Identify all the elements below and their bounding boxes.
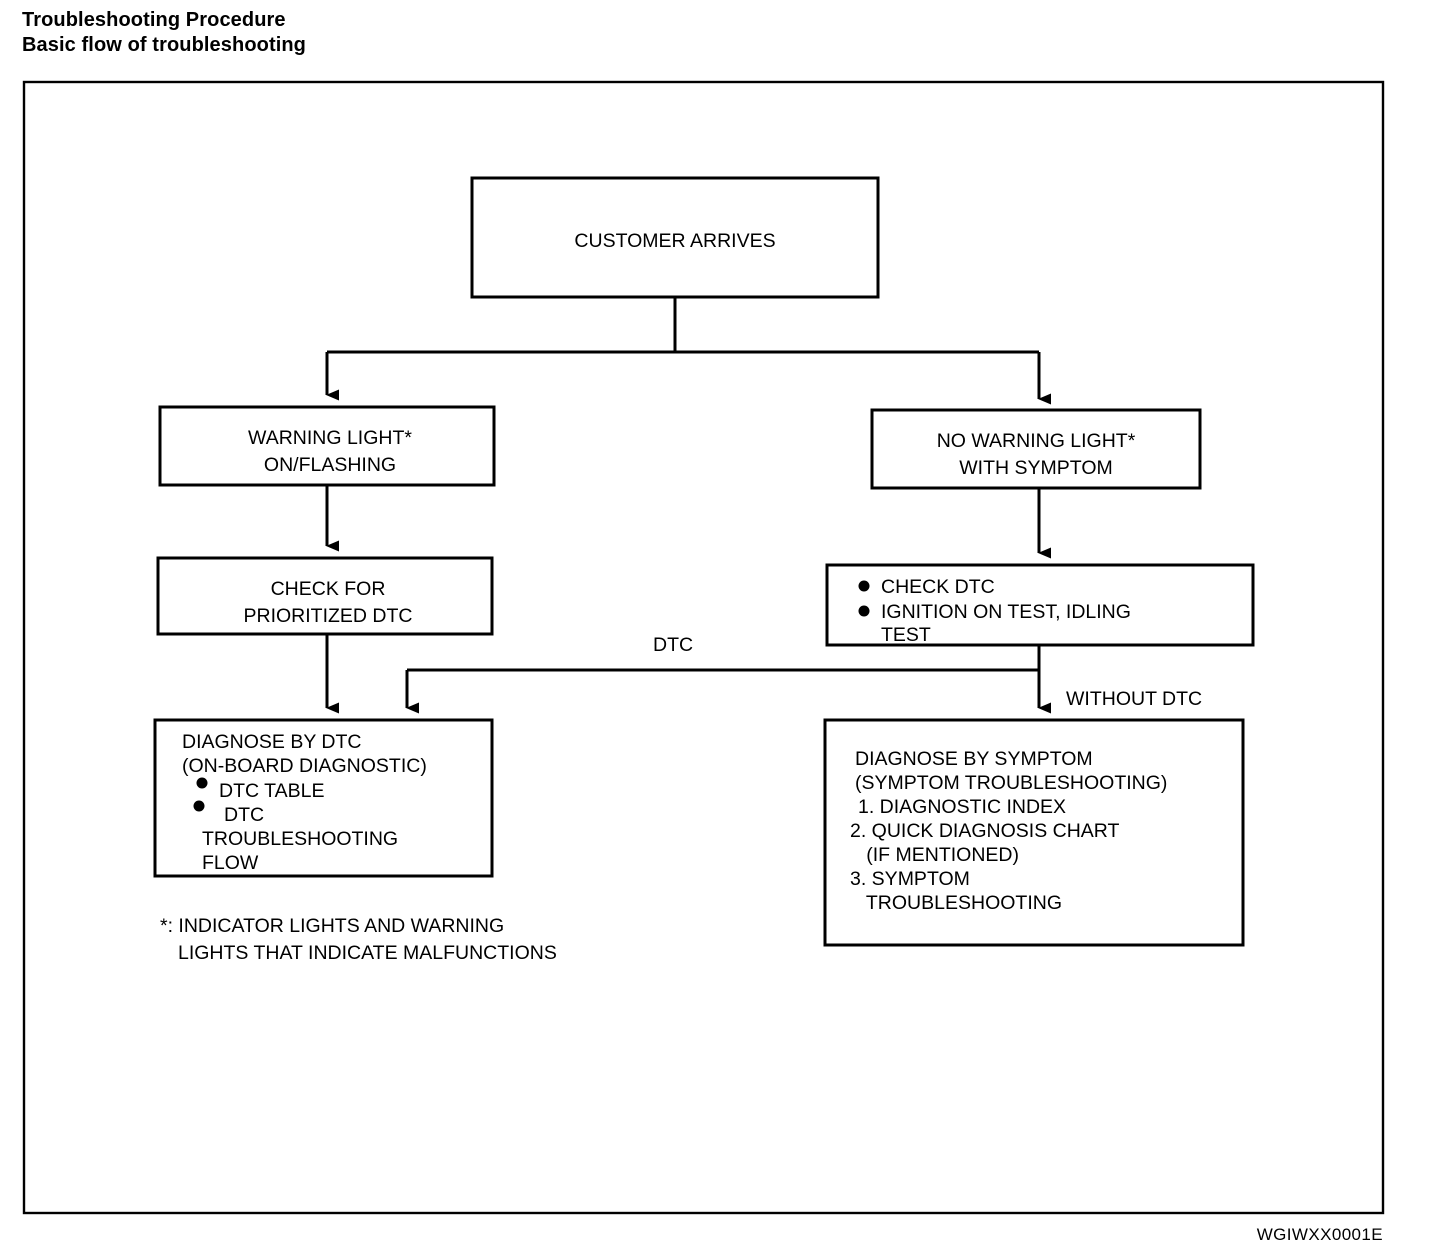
footnote-line-1: *: INDICATOR LIGHTS AND WARNING bbox=[160, 915, 504, 937]
node-diagnose-by-dtc bbox=[153, 718, 494, 878]
node-diagnose-by-symptom-item-3: 3. SYMPTOM bbox=[850, 868, 970, 890]
node-warning-light-line-2: ON/FLASHING bbox=[264, 454, 396, 476]
edge-label-without-dtc: WITHOUT DTC bbox=[1066, 688, 1202, 710]
bullet-icon bbox=[858, 580, 870, 592]
bullet-icon bbox=[858, 605, 870, 617]
node-warning-light-line-1: WARNING LIGHT* bbox=[248, 427, 412, 449]
node-warning-light bbox=[158, 405, 496, 487]
reference-code: WGIWXX0001E bbox=[1257, 1225, 1383, 1244]
node-check-prioritized-dtc-line-2: PRIORITIZED DTC bbox=[244, 605, 413, 627]
title-line-2: Basic flow of troubleshooting bbox=[22, 34, 307, 56]
node-diagnose-by-dtc-heading-2: (ON-BOARD DIAGNOSTIC) bbox=[182, 755, 427, 777]
page-title: Troubleshooting Procedure Basic flow of … bbox=[22, 8, 306, 58]
node-check-dtc-bullet-1: CHECK DTC bbox=[881, 576, 995, 598]
node-diagnose-by-symptom-item-2: 2. QUICK DIAGNOSIS CHART bbox=[850, 820, 1120, 842]
node-check-dtc-bullet-2: IGNITION ON TEST, IDLING bbox=[881, 601, 1131, 623]
node-check-dtc bbox=[825, 563, 1255, 647]
title-line-1: Troubleshooting Procedure bbox=[22, 9, 286, 31]
edge-label-dtc: DTC bbox=[653, 634, 693, 656]
node-diagnose-by-symptom bbox=[823, 718, 1245, 947]
diagram-frame bbox=[22, 80, 1385, 1215]
node-diagnose-by-dtc-continuation-2: FLOW bbox=[202, 852, 259, 874]
node-diagnose-by-symptom-item-2-sub: (IF MENTIONED) bbox=[850, 844, 1019, 866]
node-customer-arrives bbox=[470, 176, 880, 299]
node-no-warning-light-line-2: WITH SYMPTOM bbox=[959, 457, 1112, 479]
node-check-prioritized-dtc bbox=[156, 556, 494, 636]
node-diagnose-by-symptom-heading-2: (SYMPTOM TROUBLESHOOTING) bbox=[855, 772, 1167, 794]
node-diagnose-by-dtc-bullet-1: DTC TABLE bbox=[219, 780, 324, 802]
node-diagnose-by-symptom-item-1: 1. DIAGNOSTIC INDEX bbox=[858, 796, 1066, 818]
node-no-warning-light bbox=[870, 408, 1202, 490]
node-diagnose-by-dtc-bullet-2: DTC bbox=[224, 804, 264, 826]
node-diagnose-by-symptom-heading-1: DIAGNOSE BY SYMPTOM bbox=[855, 748, 1093, 770]
node-diagnose-by-symptom-item-3-sub: TROUBLESHOOTING bbox=[850, 892, 1062, 914]
node-check-dtc-continuation: TEST bbox=[881, 624, 931, 646]
node-check-prioritized-dtc-line-1: CHECK FOR bbox=[271, 578, 386, 600]
node-no-warning-light-line-1: NO WARNING LIGHT* bbox=[937, 430, 1136, 452]
node-customer-arrives-line-1: CUSTOMER ARRIVES bbox=[574, 230, 775, 252]
node-diagnose-by-dtc-heading-1: DIAGNOSE BY DTC bbox=[182, 731, 362, 753]
bullet-icon bbox=[193, 800, 205, 812]
node-diagnose-by-dtc-continuation-1: TROUBLESHOOTING bbox=[202, 828, 398, 850]
footnote-line-2: LIGHTS THAT INDICATE MALFUNCTIONS bbox=[178, 942, 557, 964]
bullet-icon bbox=[196, 777, 208, 789]
